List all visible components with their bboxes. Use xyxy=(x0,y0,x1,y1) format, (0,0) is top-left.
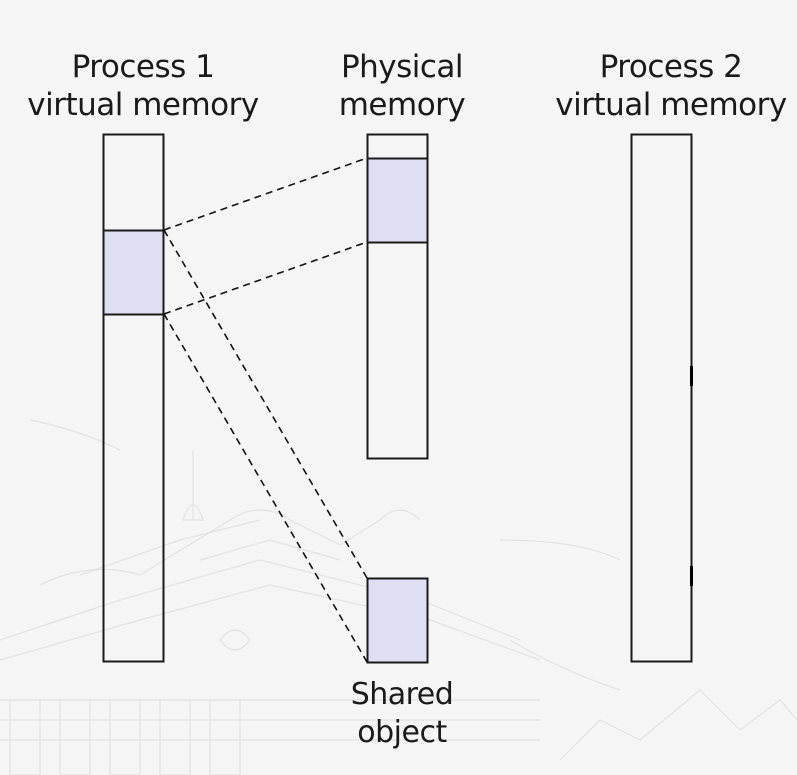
physical-label-line1: Physical xyxy=(340,49,464,85)
process2-vm-label: Process 2 virtual memory xyxy=(546,48,796,124)
physical-memory-label: Physical memory xyxy=(322,48,482,124)
process2-vm-box xyxy=(630,133,693,663)
process1-label-line1: Process 1 xyxy=(71,49,215,85)
process2-label-line1: Process 2 xyxy=(599,49,743,85)
mapping-line-p1-to-physical-bottom xyxy=(163,241,368,315)
shared-label-line1: Shared xyxy=(350,677,454,712)
mapping-line-p1-to-physical-top xyxy=(163,157,368,231)
physical-shared-region xyxy=(366,157,429,244)
background-watermark xyxy=(0,419,797,775)
physical-memory-box xyxy=(366,133,429,460)
process2-vm-column xyxy=(630,133,693,663)
physical-label-line2: memory xyxy=(338,87,466,123)
process2-label-line2: virtual memory xyxy=(555,87,787,123)
process1-shared-region xyxy=(102,229,165,316)
process1-label-line2: virtual memory xyxy=(27,87,259,123)
shared-object-label: Shared object xyxy=(322,676,482,752)
shared-label-line2: object xyxy=(357,715,447,750)
mapping-line-p1-to-shared-top xyxy=(163,229,368,579)
mapping-line-p1-to-shared-bottom xyxy=(163,313,368,663)
physical-memory-column xyxy=(366,133,429,460)
process1-vm-column xyxy=(102,133,165,663)
process1-vm-label: Process 1 virtual memory xyxy=(18,48,268,124)
process1-vm-box xyxy=(102,133,165,663)
shared-object-box xyxy=(366,577,429,664)
